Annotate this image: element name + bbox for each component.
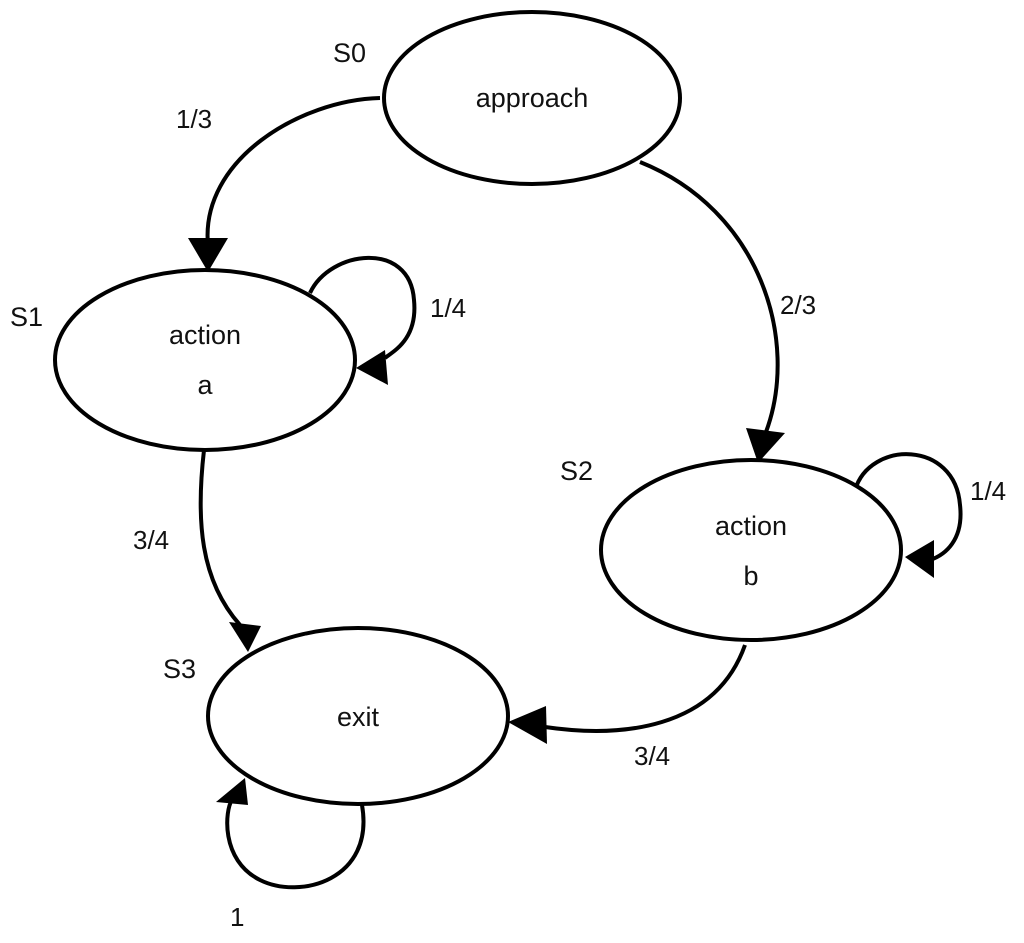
edge-s0-s2 [639,160,785,463]
state-s0-tag: S0 [333,38,366,68]
prob-s2-s2: 1/4 [970,476,1006,506]
state-s2: action b [599,458,903,642]
prob-s3-s3: 1 [230,902,244,932]
state-s1-tag: S1 [10,302,43,332]
edge-s3-s3 [216,778,366,890]
state-s2-name-line1: action [715,511,787,541]
prob-s1-s3: 3/4 [133,525,169,555]
state-s2-name-line2: b [743,561,758,591]
state-s1-name-line2: a [197,370,213,400]
edge-s2-s2 [853,452,963,578]
state-s0-name: approach [476,83,589,113]
state-s2-tag: S2 [560,456,593,486]
edge-s1-s3 [198,449,261,652]
state-s1: action a [53,268,357,452]
prob-s1-s1: 1/4 [430,293,466,323]
edge-s1-s1 [308,255,417,385]
state-s3-tag: S3 [163,654,196,684]
state-s3: exit [206,626,510,806]
state-s1-name-line1: action [169,320,241,350]
state-s3-name: exit [337,702,380,732]
prob-s0-s2: 2/3 [780,290,816,320]
edge-s0-s1 [188,96,381,272]
prob-s2-s3: 3/4 [634,741,670,771]
state-s0: approach [382,10,682,186]
prob-s0-s1: 1/3 [176,104,212,134]
edge-s2-s3 [508,644,747,744]
